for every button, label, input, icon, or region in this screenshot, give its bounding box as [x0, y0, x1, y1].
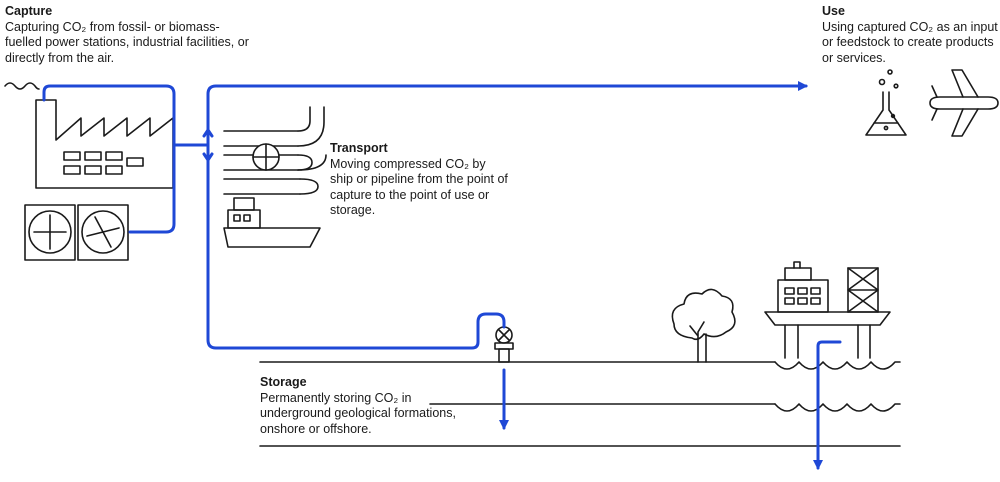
use-caption: Use Using captured CO₂ as an input or fe… — [822, 4, 1000, 66]
flow-junction-arrows — [202, 128, 214, 162]
flow-capture-from-factory — [42, 84, 210, 147]
storage-caption: Storage Permanently storing CO₂ in under… — [260, 375, 460, 437]
flask-icon — [865, 69, 907, 136]
transport-body: Moving compressed CO₂ by ship or pipelin… — [330, 156, 508, 218]
flow-offshore-injection — [813, 340, 842, 470]
ship-icon — [223, 197, 321, 248]
use-body: Using captured CO₂ as an input or feedst… — [822, 19, 998, 65]
direct-air-capture-fans-icon — [24, 204, 129, 261]
capture-heading: Capture — [5, 4, 53, 18]
transport-caption: Transport Moving compressed CO₂ by ship … — [330, 141, 510, 219]
tree-icon — [671, 288, 736, 363]
pipeline-icon — [223, 106, 327, 195]
waves-icon — [774, 361, 901, 412]
ground-lines — [259, 361, 901, 447]
transport-heading: Transport — [330, 141, 388, 155]
airplane-icon — [929, 69, 999, 137]
storage-body: Permanently storing CO₂ in underground g… — [260, 390, 456, 436]
co2-flow-lines — [42, 81, 842, 470]
factory-icon — [4, 82, 174, 189]
flow-transport-trunk — [206, 81, 808, 147]
offshore-platform-icon — [764, 261, 891, 359]
storage-heading: Storage — [260, 375, 307, 389]
flow-capture-from-fans — [128, 143, 176, 234]
flow-transport-to-storage — [206, 143, 506, 350]
wellhead-icon — [494, 326, 514, 363]
capture-caption: Capture Capturing CO₂ from fossil- or bi… — [5, 4, 250, 66]
use-heading: Use — [822, 4, 845, 18]
capture-body: Capturing CO₂ from fossil- or biomass-fu… — [5, 19, 249, 65]
